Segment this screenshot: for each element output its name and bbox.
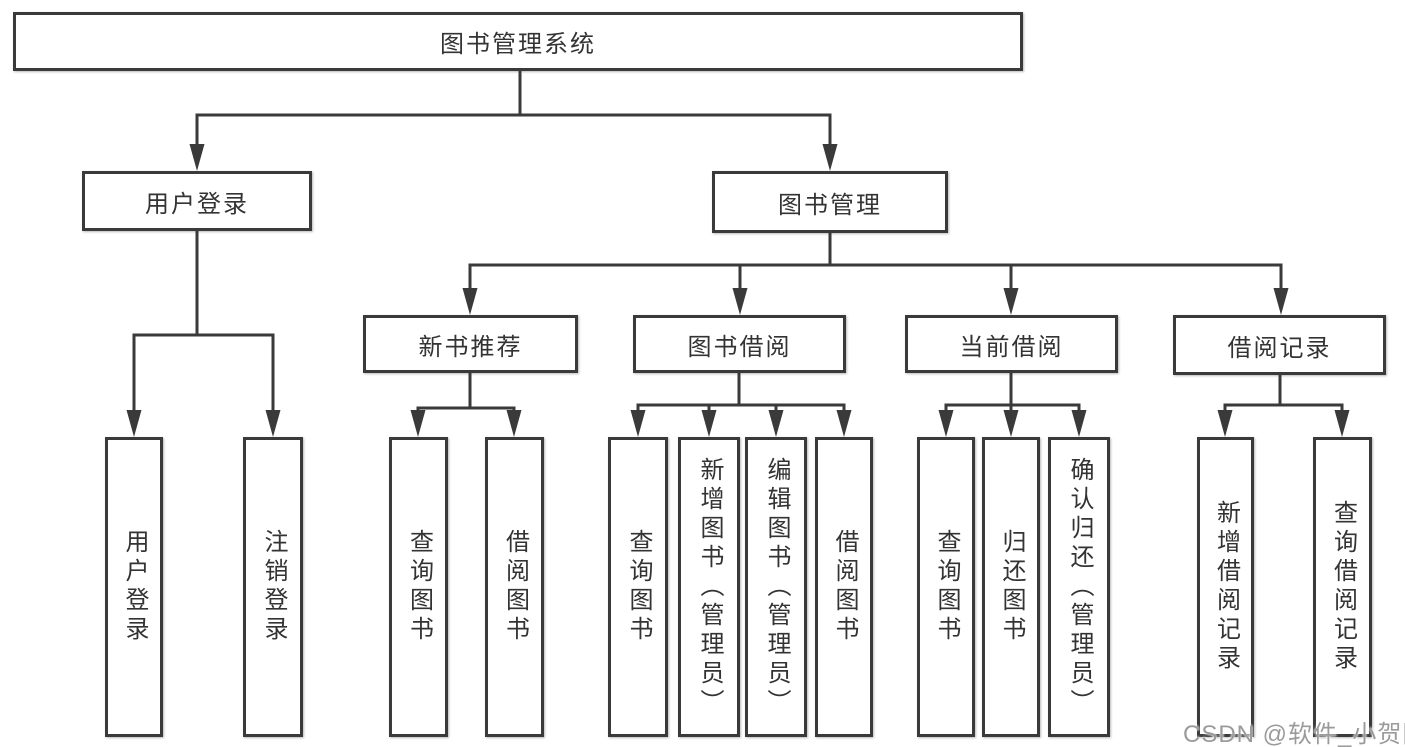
connector-user-login [132, 231, 275, 416]
leaf-borrow-books: 借阅图书 [485, 437, 544, 737]
arrow-icon [1003, 288, 1019, 315]
arrowheads [126, 144, 1350, 437]
leaf-edit-books-admin: 编辑图书（管理员） [745, 437, 807, 737]
arrow-icon [1217, 410, 1233, 437]
arrow-icon [126, 410, 142, 437]
leaf-borrow-books: 借阅图书 [815, 437, 873, 737]
arrow-icon [938, 410, 954, 437]
node-user-login: 用户登录 [82, 171, 312, 231]
leaf-query-books: 查询图书 [389, 437, 448, 737]
connector-borrow-records [1223, 373, 1344, 416]
arrow-icon [768, 410, 784, 437]
arrow-icon [836, 410, 852, 437]
connector-new-book [416, 373, 516, 416]
arrow-icon [701, 410, 717, 437]
arrow-icon [506, 410, 522, 437]
arrow-icon [1273, 288, 1289, 315]
leaf-query-books: 查询图书 [608, 437, 668, 737]
leaf-add-borrow-record: 新增借阅记录 [1197, 437, 1254, 737]
arrow-icon [732, 288, 748, 315]
node-book-management: 图书管理 [712, 171, 948, 233]
arrow-icon [1071, 410, 1087, 437]
leaf-logout: 注销登录 [243, 437, 303, 737]
arrow-icon [1334, 410, 1350, 437]
leaf-query-books: 查询图书 [917, 437, 975, 737]
arrow-icon [630, 410, 646, 437]
node-new-book-recommendation: 新书推荐 [363, 315, 578, 373]
node-borrowing-records: 借阅记录 [1173, 315, 1386, 375]
csdn-watermark: CSDN @软件_小贺同学 [1183, 721, 1405, 747]
arrow-icon [189, 144, 205, 171]
connector-current-borrow [944, 373, 1081, 416]
leaf-confirm-return-admin: 确认归还（管理员） [1048, 437, 1110, 737]
node-library-management-system: 图书管理系统 [13, 12, 1023, 71]
leaf-user-login: 用户登录 [105, 437, 163, 737]
node-book-borrowing: 图书借阅 [633, 315, 846, 373]
arrow-icon [410, 410, 426, 437]
connector-book-borrow [636, 373, 846, 416]
arrow-icon [265, 410, 281, 437]
leaf-add-books-admin: 新增图书（管理员） [678, 437, 740, 737]
arrow-icon [462, 288, 478, 315]
arrow-icon [822, 144, 838, 171]
connector-book-management [468, 233, 1283, 294]
connector-root [195, 71, 832, 150]
node-current-borrowing: 当前借阅 [905, 315, 1118, 373]
arrow-icon [1003, 410, 1019, 437]
leaf-query-borrow-record: 查询借阅记录 [1313, 437, 1372, 737]
leaf-return-books: 归还图书 [982, 437, 1040, 737]
